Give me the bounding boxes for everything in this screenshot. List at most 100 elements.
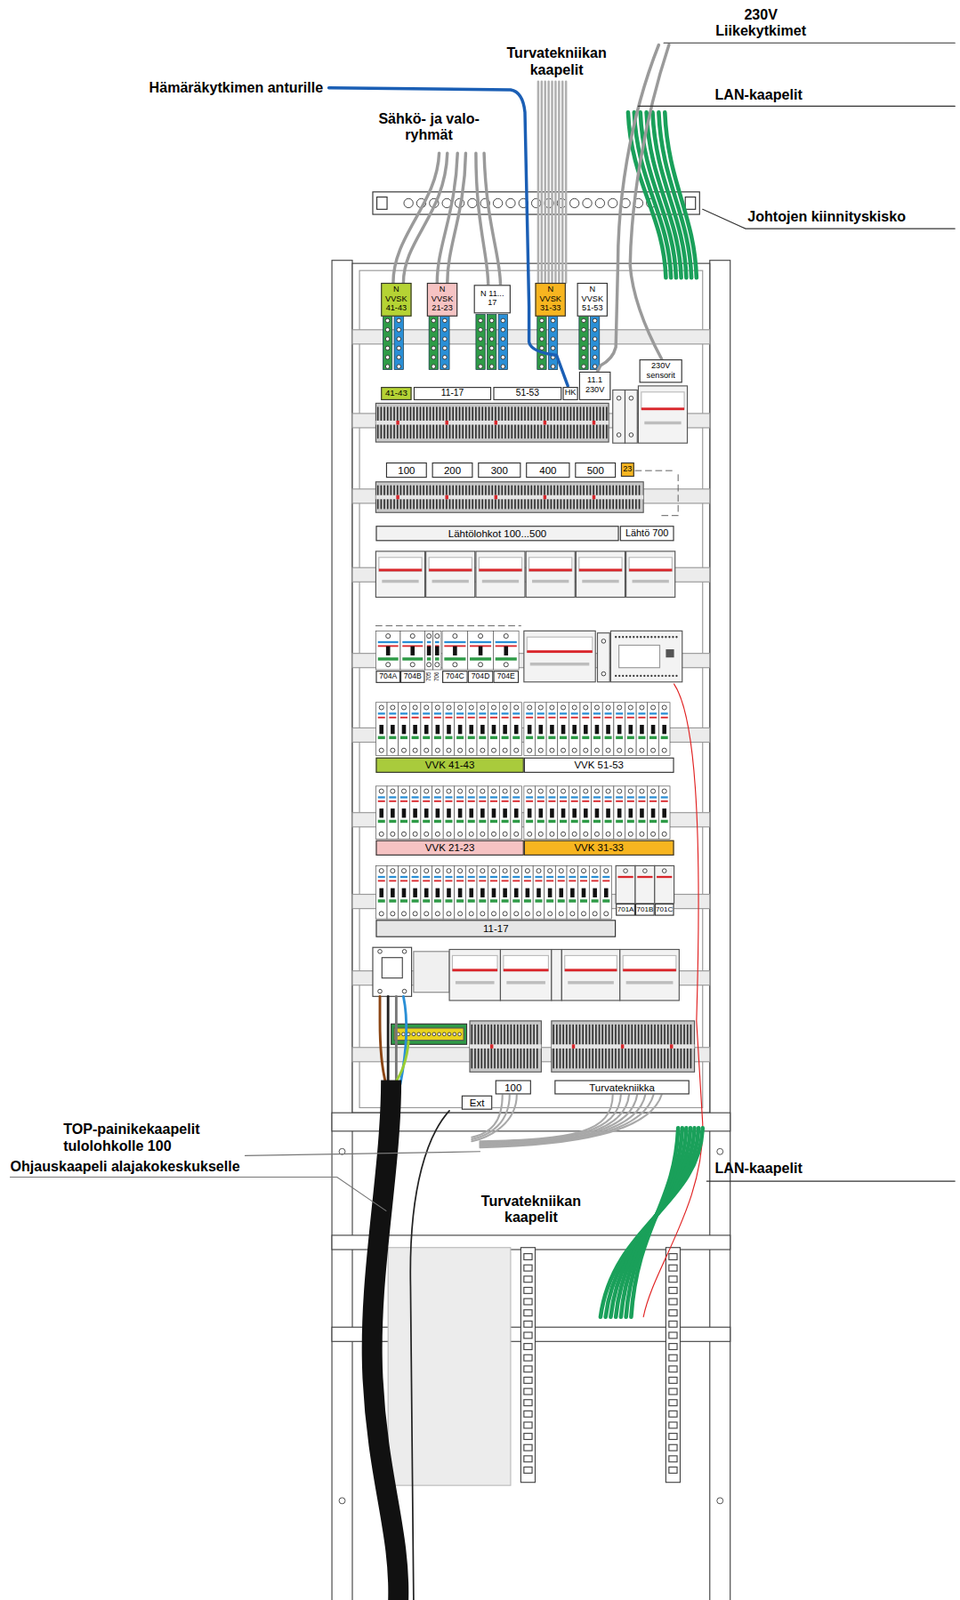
- power-cable: [484, 153, 501, 285]
- lan-cable: [600, 1128, 703, 1317]
- breaker-mark: [559, 712, 567, 715]
- label-box: VVK 51-53: [524, 758, 675, 774]
- pin: [614, 675, 617, 678]
- breaker-mark: [478, 717, 486, 719]
- control-cable: [410, 1111, 450, 1600]
- screw: [435, 662, 440, 668]
- breaker-toggle: [539, 725, 544, 735]
- screw: [561, 748, 566, 753]
- pin: [650, 636, 653, 638]
- small-device: [624, 389, 638, 444]
- terminal-strip: [375, 482, 644, 513]
- screw: [401, 831, 406, 837]
- breaker-toggle: [605, 725, 611, 735]
- screw: [491, 869, 496, 874]
- callout-label: LAN-kaapelit: [715, 87, 803, 104]
- label-box: 41-43: [380, 387, 412, 401]
- screw: [524, 869, 530, 874]
- leader-line: [637, 105, 955, 107]
- breaker-mark: [490, 876, 498, 879]
- rail-end: [377, 197, 388, 210]
- breaker-toggle: [478, 646, 484, 656]
- lan-cable: [664, 112, 697, 278]
- screw: [583, 831, 589, 837]
- breaker-toggle: [402, 888, 407, 898]
- breaker-indicator: [443, 657, 466, 661]
- pe-hole: [402, 1032, 406, 1037]
- organizer-slot: [669, 1366, 678, 1373]
- screw: [435, 748, 440, 753]
- circuit-breaker: [465, 702, 477, 757]
- pe-hole: [427, 1032, 431, 1037]
- organizer-slot: [524, 1422, 533, 1429]
- circuit-breaker: [398, 702, 411, 757]
- breaker-mark: [637, 796, 646, 799]
- breaker-indicator: [478, 736, 486, 740]
- module-face: [379, 557, 422, 572]
- breaker-toggle: [412, 888, 418, 898]
- circuit-breaker: [647, 786, 660, 840]
- breaker-toggle: [446, 725, 452, 735]
- screw: [548, 911, 553, 917]
- breaker-indicator: [548, 820, 556, 823]
- screw: [572, 789, 577, 794]
- screw: [558, 869, 564, 874]
- box-text: 51-53: [516, 388, 540, 399]
- breaker-mark: [602, 876, 610, 879]
- screw: [580, 911, 586, 917]
- breaker-indicator: [411, 899, 420, 903]
- screw: [412, 789, 418, 794]
- bar-screw: [581, 337, 587, 342]
- bar-screw: [489, 346, 494, 351]
- breaker-mark: [581, 796, 589, 799]
- screw: [478, 662, 484, 668]
- power-cable: [597, 45, 660, 372]
- screw: [503, 634, 509, 639]
- breaker-toggle: [651, 808, 656, 818]
- box-text: 704E: [497, 672, 516, 681]
- breaker-indicator: [581, 820, 589, 823]
- screw: [570, 869, 575, 874]
- breaker-mark: [411, 717, 420, 719]
- breaker-toggle: [379, 725, 384, 735]
- screw: [524, 911, 530, 917]
- pin: [643, 636, 646, 638]
- organizer-slot: [669, 1355, 678, 1362]
- din-rails: [352, 330, 710, 1063]
- breaker-mark: [524, 879, 532, 882]
- module-face: [529, 557, 573, 572]
- breaker-mark: [637, 712, 646, 715]
- breaker-indicator: [478, 820, 486, 823]
- screw: [458, 748, 463, 753]
- box-text: 11-17: [441, 388, 465, 399]
- screw: [435, 911, 440, 917]
- screw: [536, 911, 541, 917]
- label-box: Turvatekniikka: [554, 1080, 690, 1095]
- module-stripe: [526, 650, 592, 654]
- label-box: 500: [574, 462, 616, 478]
- screw: [468, 911, 474, 917]
- breaker-toggle: [424, 725, 429, 735]
- breaker-mark: [400, 712, 408, 715]
- pin: [629, 675, 631, 678]
- strip-band: [469, 1044, 541, 1049]
- breaker-mark: [605, 712, 613, 715]
- organizer-slot: [669, 1400, 678, 1407]
- breaker-toggle: [617, 725, 622, 735]
- screw: [502, 705, 508, 710]
- screw: [491, 789, 496, 794]
- bar-screw: [396, 327, 402, 332]
- breaker-toggle: [514, 888, 519, 898]
- breaker-indicator: [615, 736, 623, 740]
- organizer-slot: [524, 1400, 533, 1407]
- breaker-mark: [593, 712, 601, 715]
- bar-screw: [581, 327, 587, 332]
- box-text: 500: [587, 464, 605, 476]
- screw: [379, 705, 384, 710]
- circuit-breaker: [555, 865, 567, 920]
- screw: [572, 831, 577, 837]
- cable-organizer: [520, 1248, 535, 1484]
- breaker-toggle: [539, 808, 544, 818]
- breaker-mark: [581, 800, 589, 803]
